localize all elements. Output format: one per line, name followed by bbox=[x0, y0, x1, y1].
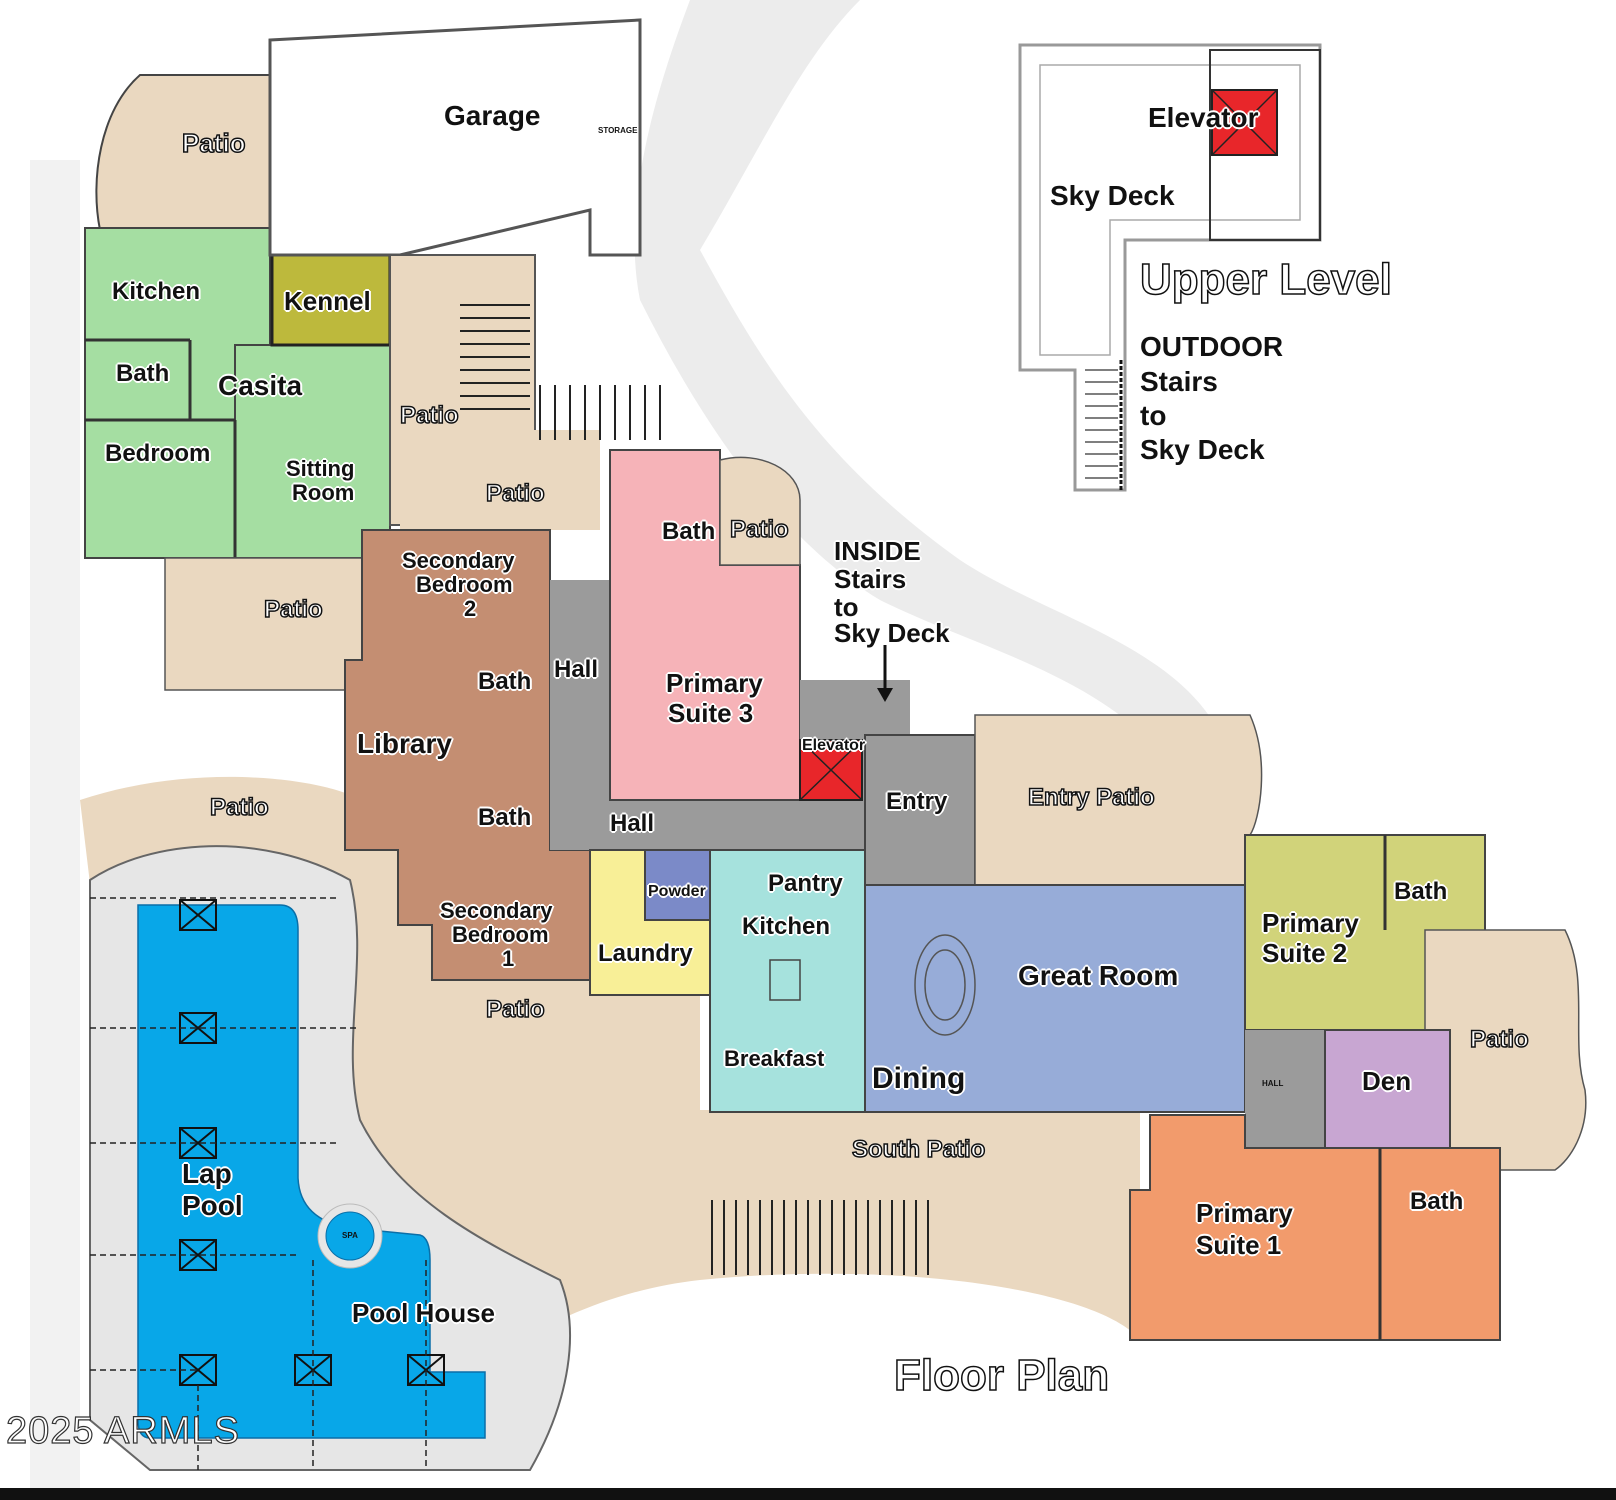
garage-area bbox=[268, 18, 642, 257]
bath-label-suite1: Bath bbox=[1410, 1188, 1464, 1215]
inside-stairs-line3: to bbox=[834, 592, 859, 622]
breakfast-label: Breakfast bbox=[724, 1046, 825, 1071]
elevator-label-main: Elevator bbox=[802, 737, 866, 754]
secondary-bedroom-2-label-1: Secondary bbox=[402, 548, 515, 573]
upper-level-title: Upper Level bbox=[1139, 255, 1392, 304]
lap-pool bbox=[137, 904, 486, 1439]
great-room-area bbox=[864, 884, 1246, 1113]
hall-east-area bbox=[1245, 1030, 1330, 1148]
patio-label-suite3: Patio bbox=[729, 516, 789, 543]
outdoor-stairs-line4: Sky Deck bbox=[1140, 434, 1265, 465]
secondary-bedroom-2-label-2: Bedroom bbox=[416, 572, 513, 597]
den-area bbox=[1324, 1029, 1451, 1149]
storage-label: STORAGE bbox=[598, 126, 638, 135]
patio-label-casita-south: Patio bbox=[263, 596, 323, 623]
casita-bedroom-label: Bedroom bbox=[105, 440, 211, 467]
primary-suite-1-label-2: Suite 1 bbox=[1196, 1230, 1282, 1260]
casita-bath-label: Bath bbox=[116, 360, 170, 387]
upper-elevator-label: Elevator bbox=[1148, 102, 1259, 133]
pool-house-label: Pool House bbox=[352, 1298, 496, 1328]
library-label: Library bbox=[357, 728, 452, 759]
secondary-bedroom-1-label-3: 1 bbox=[502, 946, 515, 971]
sitting-room-label-2: Room bbox=[292, 480, 355, 505]
casita-kitchen-label: Kitchen bbox=[112, 278, 201, 305]
secondary-bedroom-1-label-2: Bedroom bbox=[452, 922, 549, 947]
dining-label: Dining bbox=[872, 1062, 966, 1095]
patio-label-south-west: Patio bbox=[485, 996, 545, 1023]
spa-label: SPA bbox=[342, 1231, 358, 1240]
bath-label-sec2: Bath bbox=[478, 668, 532, 695]
lap-pool-label-1: Lap bbox=[182, 1158, 232, 1189]
hall-label-horizontal: Hall bbox=[610, 810, 655, 837]
patio-label-east: Patio bbox=[1469, 1026, 1529, 1053]
great-room-label: Great Room bbox=[1018, 960, 1179, 991]
south-patio-label: South Patio bbox=[851, 1136, 986, 1163]
kitchen-label: Kitchen bbox=[742, 913, 831, 940]
bottom-bar bbox=[0, 1488, 1616, 1500]
hall-small-label: HALL bbox=[1262, 1079, 1284, 1088]
bath-label-sec1: Bath bbox=[478, 804, 532, 831]
kennel-label: Kennel bbox=[284, 286, 371, 316]
primary-suite-2-label-1: Primary bbox=[1262, 908, 1359, 938]
lap-pool-label-2: Pool bbox=[182, 1190, 243, 1221]
inside-stairs-line4: Sky Deck bbox=[834, 618, 950, 648]
primary-suite-1-area bbox=[1129, 1114, 1501, 1341]
primary-suite-3-label-2: Suite 3 bbox=[668, 698, 754, 728]
patio-label-center: Patio bbox=[485, 480, 545, 507]
copyright-watermark: 2025 ARMLS bbox=[5, 1409, 240, 1452]
sitting-room-label-1: Sitting bbox=[286, 456, 355, 481]
inside-stairs-line2: Stairs bbox=[834, 564, 907, 594]
patio-label-nw: Patio bbox=[181, 128, 246, 158]
garage-label: Garage bbox=[444, 100, 541, 131]
kitchen-area bbox=[709, 849, 866, 1113]
primary-suite-2-label-2: Suite 2 bbox=[1262, 938, 1348, 968]
pantry-label: Pantry bbox=[768, 870, 843, 897]
sky-deck-label: Sky Deck bbox=[1050, 180, 1175, 211]
primary-suite-1-label-1: Primary bbox=[1196, 1198, 1293, 1228]
outdoor-stairs-line1: OUTDOOR bbox=[1140, 331, 1284, 362]
outdoor-stairs-line2: Stairs bbox=[1140, 366, 1218, 397]
driveway bbox=[634, 0, 1230, 780]
powder-label: Powder bbox=[648, 883, 706, 900]
entry-patio-label: Entry Patio bbox=[1027, 784, 1155, 811]
entry-area bbox=[864, 734, 976, 886]
entry-label: Entry bbox=[886, 788, 948, 815]
primary-suite-3-label-1: Primary bbox=[666, 668, 763, 698]
secondary-bedroom-1-label-1: Secondary bbox=[440, 898, 553, 923]
patio-label-west: Patio bbox=[399, 402, 459, 429]
upper-level-drawing bbox=[1018, 43, 1322, 492]
floor-plan-title: Floor Plan bbox=[893, 1351, 1110, 1400]
bath-label-suite2: Bath bbox=[1394, 878, 1448, 905]
hall-area bbox=[550, 580, 865, 850]
hall-label-vertical: Hall bbox=[554, 656, 599, 683]
laundry-label: Laundry bbox=[598, 940, 693, 967]
secondary-bedroom-2-label-3: 2 bbox=[464, 596, 477, 621]
spa bbox=[325, 1211, 375, 1261]
bath-label-suite3: Bath bbox=[662, 518, 716, 545]
outdoor-stairs-line3: to bbox=[1140, 400, 1167, 431]
patio-label-pool: Patio bbox=[209, 794, 269, 821]
casita-label: Casita bbox=[218, 370, 303, 401]
inside-stairs-line1: INSIDE bbox=[834, 536, 921, 566]
den-label: Den bbox=[1362, 1066, 1412, 1096]
